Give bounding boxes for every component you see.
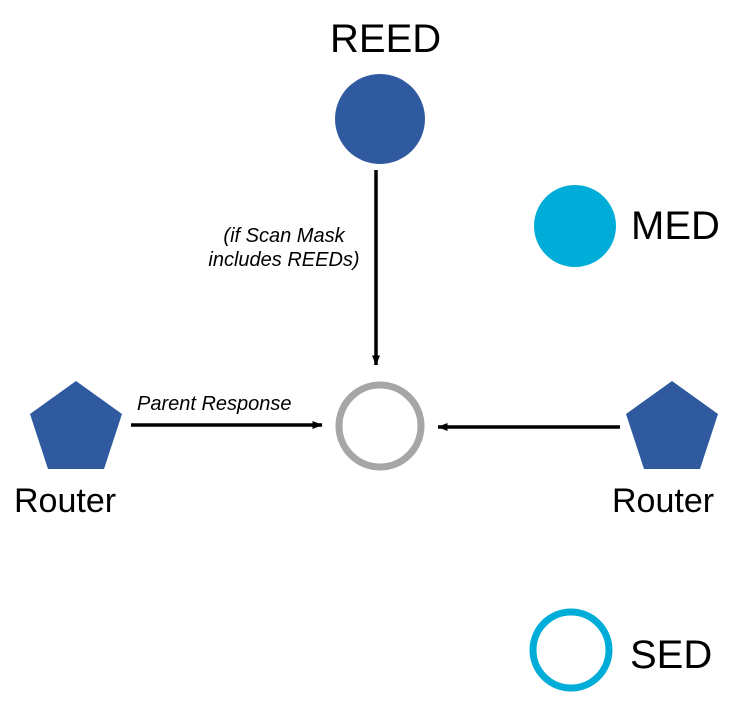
node-label-router-right: Router: [612, 482, 715, 520]
node-label-sed: SED: [630, 633, 713, 677]
edge-label-parent-response: Parent Response: [137, 393, 292, 415]
node-med-shape[interactable]: [534, 185, 616, 267]
edge-label-scan-mask-line2: includes REEDs): [208, 249, 360, 272]
node-router-right-shape[interactable]: [626, 381, 718, 469]
edge-label-scan-mask-line1: (if Scan Mask: [223, 225, 345, 247]
node-label-reed: REED: [330, 17, 442, 61]
node-router-left-shape[interactable]: [30, 381, 122, 469]
node-sed-shape[interactable]: [529, 608, 613, 692]
node-reed-shape[interactable]: [335, 74, 425, 164]
edge-label-scan-mask: (if Scan Mask includes REEDs): [198, 224, 370, 273]
node-label-router-left: Router: [14, 482, 117, 520]
node-label-med: MED: [631, 204, 720, 248]
node-center-shape[interactable]: [335, 381, 425, 471]
